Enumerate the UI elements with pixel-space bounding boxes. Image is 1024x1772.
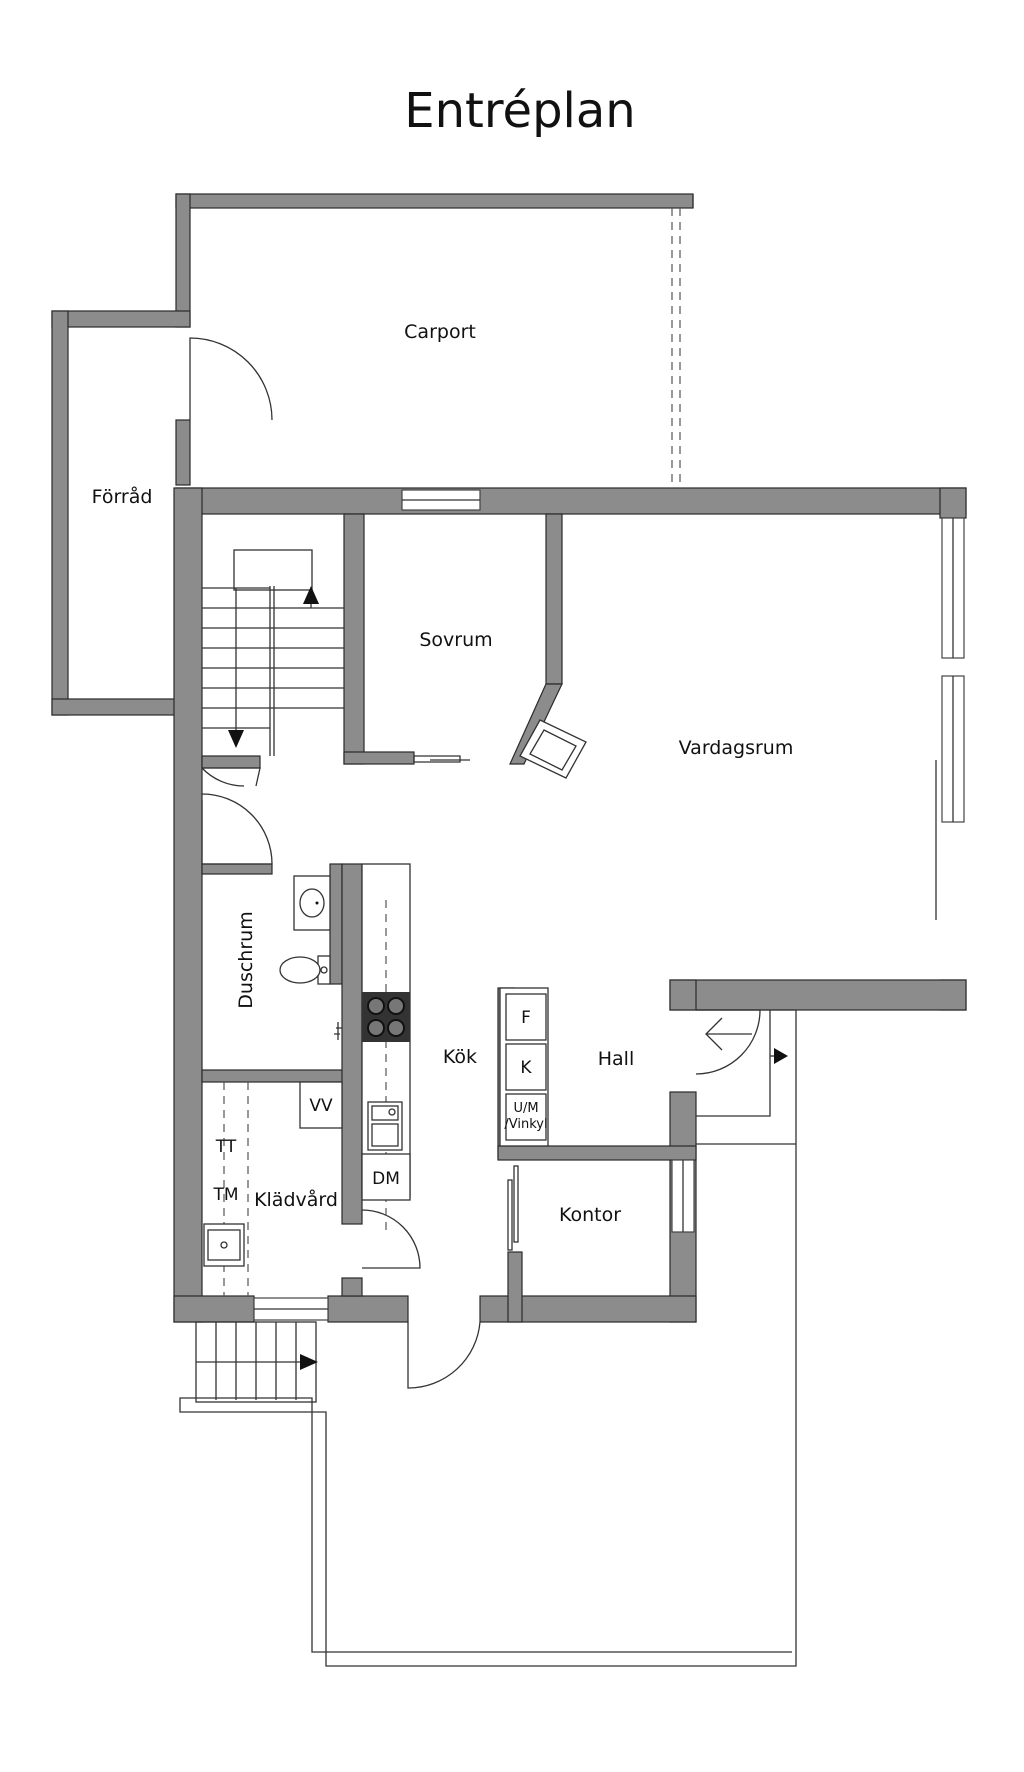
storage-wall-left: [51, 310, 69, 716]
entry-door-south: [407, 1321, 481, 1389]
toilet-icon: [279, 956, 321, 984]
stair-top-landing: [233, 549, 313, 591]
kitchen-wall-west: [341, 863, 363, 1225]
shower-door: [201, 793, 273, 865]
walls: [51, 193, 967, 1323]
laundry-door: [361, 1209, 421, 1269]
room-label-hall: Hall: [598, 1048, 635, 1070]
shower-wall-east: [329, 863, 343, 985]
room-label-office: Kontor: [559, 1204, 621, 1226]
stove-burner-3: [367, 1019, 385, 1037]
room-label-living-room: Vardagsrum: [679, 737, 794, 759]
main-wall-north: [175, 487, 967, 515]
toilet-button: [320, 966, 328, 974]
main-entry-door: [695, 1009, 761, 1075]
hall-east-wall-upper: [669, 979, 697, 1011]
outdoor-steps: [195, 1321, 318, 1403]
main-wall-west: [173, 487, 203, 1323]
doors: [189, 337, 761, 1389]
water-heater-box: [299, 1081, 343, 1129]
fridge-label: K: [520, 1058, 532, 1078]
washer-label: TM: [212, 1185, 238, 1205]
fridge-box: [505, 1043, 547, 1091]
laundry-sink-bowl: [207, 1229, 241, 1261]
room-label-laundry: Klädvård: [254, 1188, 338, 1211]
wine-cooler-label-1: U/M: [513, 1101, 538, 1116]
kitchen-sink-bowl-2: [371, 1123, 399, 1147]
kitchen-wall-west-lower: [341, 1277, 363, 1297]
stair-up-arrow-icon: [303, 586, 319, 604]
water-heater-label: VV: [309, 1096, 333, 1116]
wash-basin-bowl: [299, 888, 325, 918]
fireplace-icon: [519, 719, 587, 779]
plan-title: Entréplan: [404, 83, 635, 139]
office-sliding-door-track: [513, 1165, 519, 1243]
wine-cooler-label-2: /Vinkyl: [504, 1117, 547, 1132]
fireplace-inner: [529, 729, 577, 771]
office-sliding-door: [507, 1179, 513, 1251]
bedroom-wall-east: [545, 513, 563, 685]
bedroom-wall-south: [343, 751, 415, 765]
room-label-kitchen: Kök: [443, 1046, 477, 1068]
laundry-sink-tap: [220, 1241, 228, 1249]
stove-burner-2: [387, 997, 405, 1015]
room-label-bedroom: Sovrum: [419, 629, 492, 651]
shower-head-icon: [334, 1022, 342, 1040]
carport-door: [189, 337, 273, 421]
storage-wall-bottom: [51, 698, 177, 716]
east-step-wall: [669, 979, 967, 1011]
stair-door: [201, 767, 261, 787]
laundry-fixtures: VV TT TM: [203, 1081, 343, 1296]
south-wall-west: [173, 1295, 255, 1323]
south-wall-mid: [327, 1295, 409, 1323]
shower-wall-south: [201, 1069, 351, 1083]
stove-icon: [362, 992, 410, 1042]
kitchen-sink-tap: [388, 1108, 396, 1116]
stair-wall-east: [343, 513, 365, 765]
room-label-carport: Carport: [404, 321, 476, 343]
dishwasher-label: DM: [372, 1169, 400, 1189]
bedroom-wall-diagonal: [509, 683, 563, 765]
wine-cooler-box: [505, 1093, 547, 1141]
kitchen-fixtures: DM: [361, 863, 411, 1230]
main-wall-east-top: [939, 487, 967, 519]
wash-basin-drain: [315, 901, 319, 905]
dishwasher-box: [361, 1153, 411, 1201]
kitchen-sink-bowl-1: [371, 1105, 399, 1121]
freezer-label: F: [521, 1008, 531, 1028]
laundry-sink-icon: [203, 1223, 245, 1267]
stove-burner-1: [367, 997, 385, 1015]
stair-down-arrow-icon: [228, 730, 244, 748]
storage-wall-top: [51, 310, 191, 328]
porch-outline: [179, 1009, 797, 1667]
appliance-column: F K U/M /Vinkyl: [499, 987, 549, 1147]
carport-wall-top: [175, 193, 694, 209]
office-wall-west: [507, 1251, 523, 1323]
stair-wall-south: [201, 755, 261, 769]
entry-arrow-icon: [705, 1017, 752, 1051]
room-label-storage: Förråd: [92, 485, 153, 508]
hall-office-wall: [497, 1145, 697, 1161]
freezer-box: [505, 993, 547, 1041]
outdoor-steps-arrow-icon: [300, 1354, 318, 1370]
dryer-label: TT: [215, 1137, 237, 1157]
kitchen-sink-icon: [367, 1101, 403, 1151]
windows: [253, 489, 965, 1321]
room-label-shower-room: Duschrum: [235, 911, 257, 1008]
internal-stairs: [202, 549, 344, 756]
entry-marker-icon: [774, 1048, 788, 1064]
carport-wall-left-lower: [175, 419, 191, 486]
bedroom-sliding-door: [413, 755, 461, 763]
fireplace-body: [519, 719, 587, 779]
shower-wall-top: [201, 863, 273, 875]
carport-wall-left: [175, 193, 191, 328]
shower-fixtures: [279, 875, 342, 1040]
stove-burner-4: [387, 1019, 405, 1037]
